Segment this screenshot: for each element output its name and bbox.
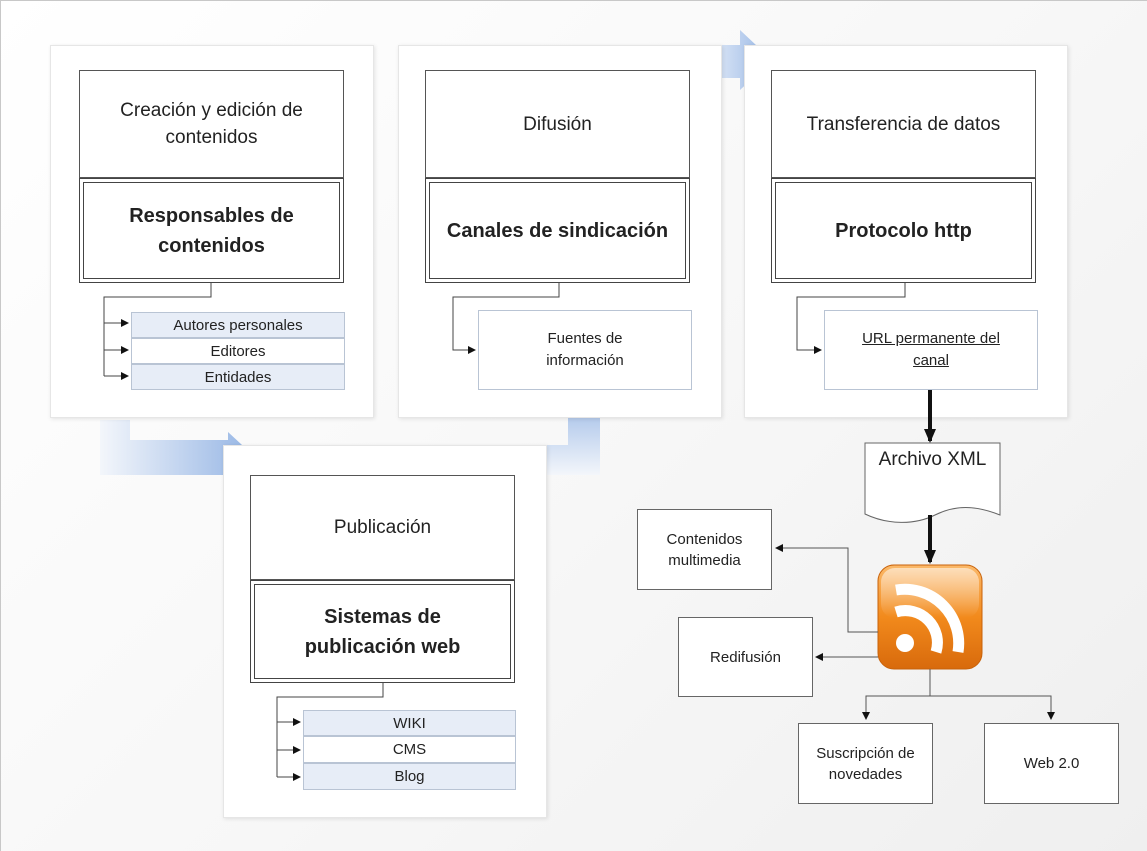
creation-item-autores: Autores personales [131, 312, 345, 338]
output-multimedia-label: Contenidos multimedia [666, 530, 743, 569]
flow-arrow-creation-to-publication [100, 420, 255, 482]
publication-list-connector [276, 683, 384, 781]
creation-subtitle: Responsables de contenidos [79, 178, 344, 283]
diffusion-item-fuentes: Fuentes de información [478, 310, 692, 390]
creation-title: Creación y edición de contenidos [79, 70, 344, 178]
frame-border-top [0, 0, 1147, 1]
publication-item-wiki: WIKI [303, 710, 516, 736]
output-subscription: Suscripción de novedades [798, 723, 933, 804]
creation-item-editores: Editores [131, 338, 345, 364]
arrow-rss-to-multimedia [775, 544, 878, 633]
publication-item-cms: CMS [303, 736, 516, 763]
diffusion-title: Difusión [425, 70, 690, 178]
output-subscription-label: Suscripción de novedades [816, 744, 915, 783]
transfer-list-connector [796, 283, 906, 354]
publication-subtitle: Sistemas de publicación web [250, 580, 515, 683]
output-redistribution: Redifusión [678, 617, 813, 697]
transfer-subtitle: Protocolo http [771, 178, 1036, 283]
xml-document-shape [864, 442, 1001, 523]
xml-file-label: Archivo XML [878, 449, 987, 470]
diffusion-subtitle: Canales de sindicación [425, 178, 690, 283]
diffusion-list-connector [452, 283, 560, 354]
transfer-title: Transferencia de datos [771, 70, 1036, 178]
frame-border-left [0, 0, 1, 851]
transfer-item-url-link[interactable]: URL permanente del canal [862, 330, 1000, 369]
creation-item-entidades: Entidades [131, 364, 345, 390]
output-multimedia: Contenidos multimedia [637, 509, 772, 590]
transfer-item-url[interactable]: URL permanente del canal [824, 310, 1038, 390]
creation-list-connector [103, 283, 212, 380]
publication-title: Publicación [250, 475, 515, 580]
publication-item-blog: Blog [303, 763, 516, 790]
rss-feed-icon [877, 564, 983, 670]
arrow-rss-to-bottom-outputs [862, 669, 1055, 720]
output-web20: Web 2.0 [984, 723, 1119, 804]
diffusion-item-fuentes-label: Fuentes de información [546, 330, 624, 369]
